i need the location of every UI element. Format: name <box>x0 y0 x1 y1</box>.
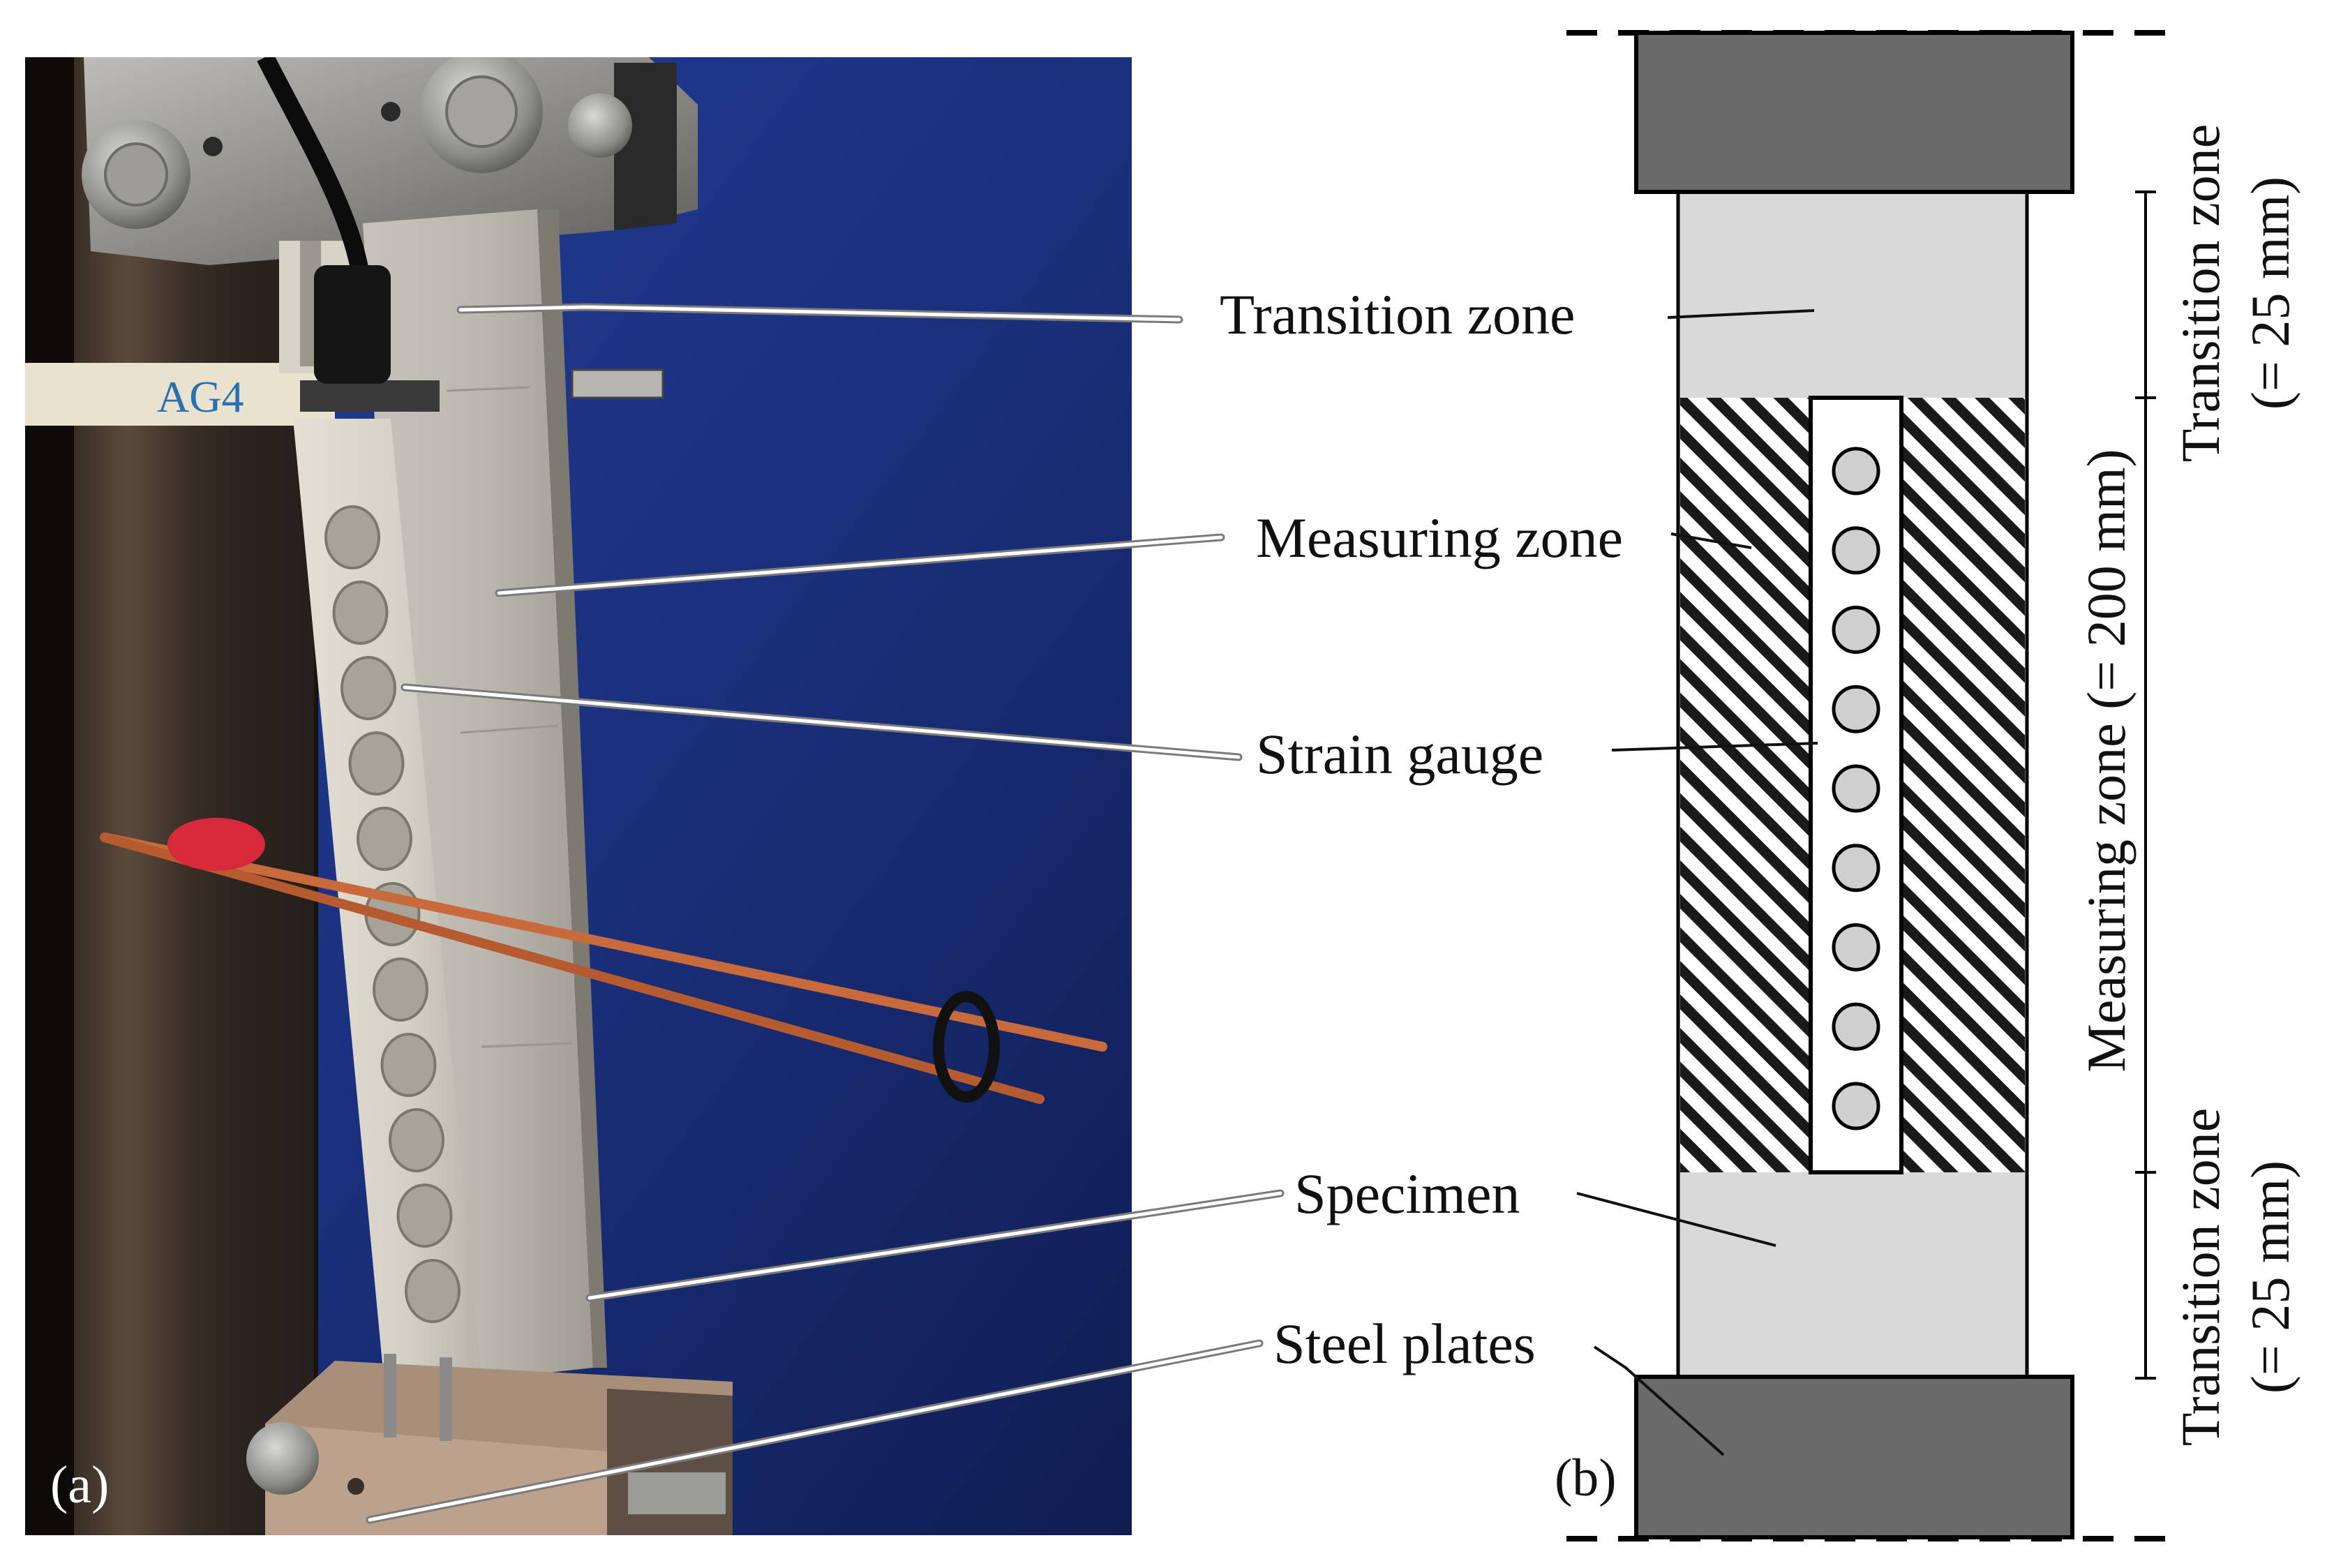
panel-a-photo: AG4 <box>25 57 1132 1535</box>
callout-strain-gauge: Strain gauge <box>1256 722 1544 786</box>
specimen-tag: AG4 <box>157 372 244 421</box>
photo-gauge-hole <box>373 957 428 1022</box>
leader-measuring-zone <box>495 532 1752 597</box>
steel-plate-bottom <box>1634 1375 2074 1539</box>
lower-steel-plate <box>246 1354 733 1535</box>
photo-gauge-hole <box>332 581 389 645</box>
gauge-hole <box>1832 606 1880 654</box>
leader-specimen <box>585 1189 1776 1302</box>
photo-gauge-hole <box>348 731 405 796</box>
panel-b-label: (b) <box>1555 1449 1617 1507</box>
dim-top-line1: Transition zone <box>2170 124 2231 463</box>
bolt-icon <box>246 1422 319 1495</box>
copper-wires <box>100 818 1107 1104</box>
panel-b-schematic: Transition zone (= 25 mm) Measuring zone… <box>1566 30 2300 1541</box>
gauge-hole <box>1832 1082 1880 1130</box>
gauge-hole <box>1832 764 1880 813</box>
leader-strain-gauge <box>401 683 1818 761</box>
callout-transition-zone: Transition zone <box>1220 283 1576 346</box>
dimension-line <box>2135 191 2156 1380</box>
dim-top-line2: (= 25 mm) <box>2240 177 2300 410</box>
photo-gauge-hole <box>396 1184 453 1248</box>
photo-gauge-hole <box>341 656 396 720</box>
callout-steel-plates: Steel plates <box>1273 1312 1536 1375</box>
red-tie <box>167 818 265 871</box>
callout-leaders <box>366 303 1818 1524</box>
gauge-hole <box>1832 447 1880 495</box>
leader-transition-zone <box>456 303 1815 324</box>
bolt-icon <box>568 94 632 158</box>
gauge-hole <box>1832 923 1880 971</box>
upper-steel-plate <box>82 57 698 265</box>
photo-gauge-hole <box>324 505 380 569</box>
leader-steel-plates <box>366 1339 1725 1524</box>
callout-specimen: Specimen <box>1294 1162 1520 1225</box>
dim-middle: Measuring zone (= 200 mm) <box>2076 449 2137 1072</box>
panel-a-label: (a) <box>50 1456 110 1514</box>
steel-plate-top <box>1634 31 2074 194</box>
gauge-hole <box>1832 844 1880 893</box>
dim-bottom-line1: Transition zone <box>2170 1108 2231 1447</box>
photo-gauge-hole <box>389 1108 444 1172</box>
gauge-hole <box>1832 685 1880 733</box>
callout-measuring-zone: Measuring zone <box>1256 506 1623 569</box>
photo-gauge-hole <box>380 1033 437 1097</box>
photo-gauge-hole <box>405 1259 461 1323</box>
photo-gauge-hole <box>357 807 412 871</box>
black-tie <box>933 991 1000 1103</box>
gauge-hole <box>1832 526 1880 575</box>
gauge-hole <box>1832 1002 1880 1051</box>
dim-bottom-line2: (= 25 mm) <box>2240 1160 2300 1394</box>
